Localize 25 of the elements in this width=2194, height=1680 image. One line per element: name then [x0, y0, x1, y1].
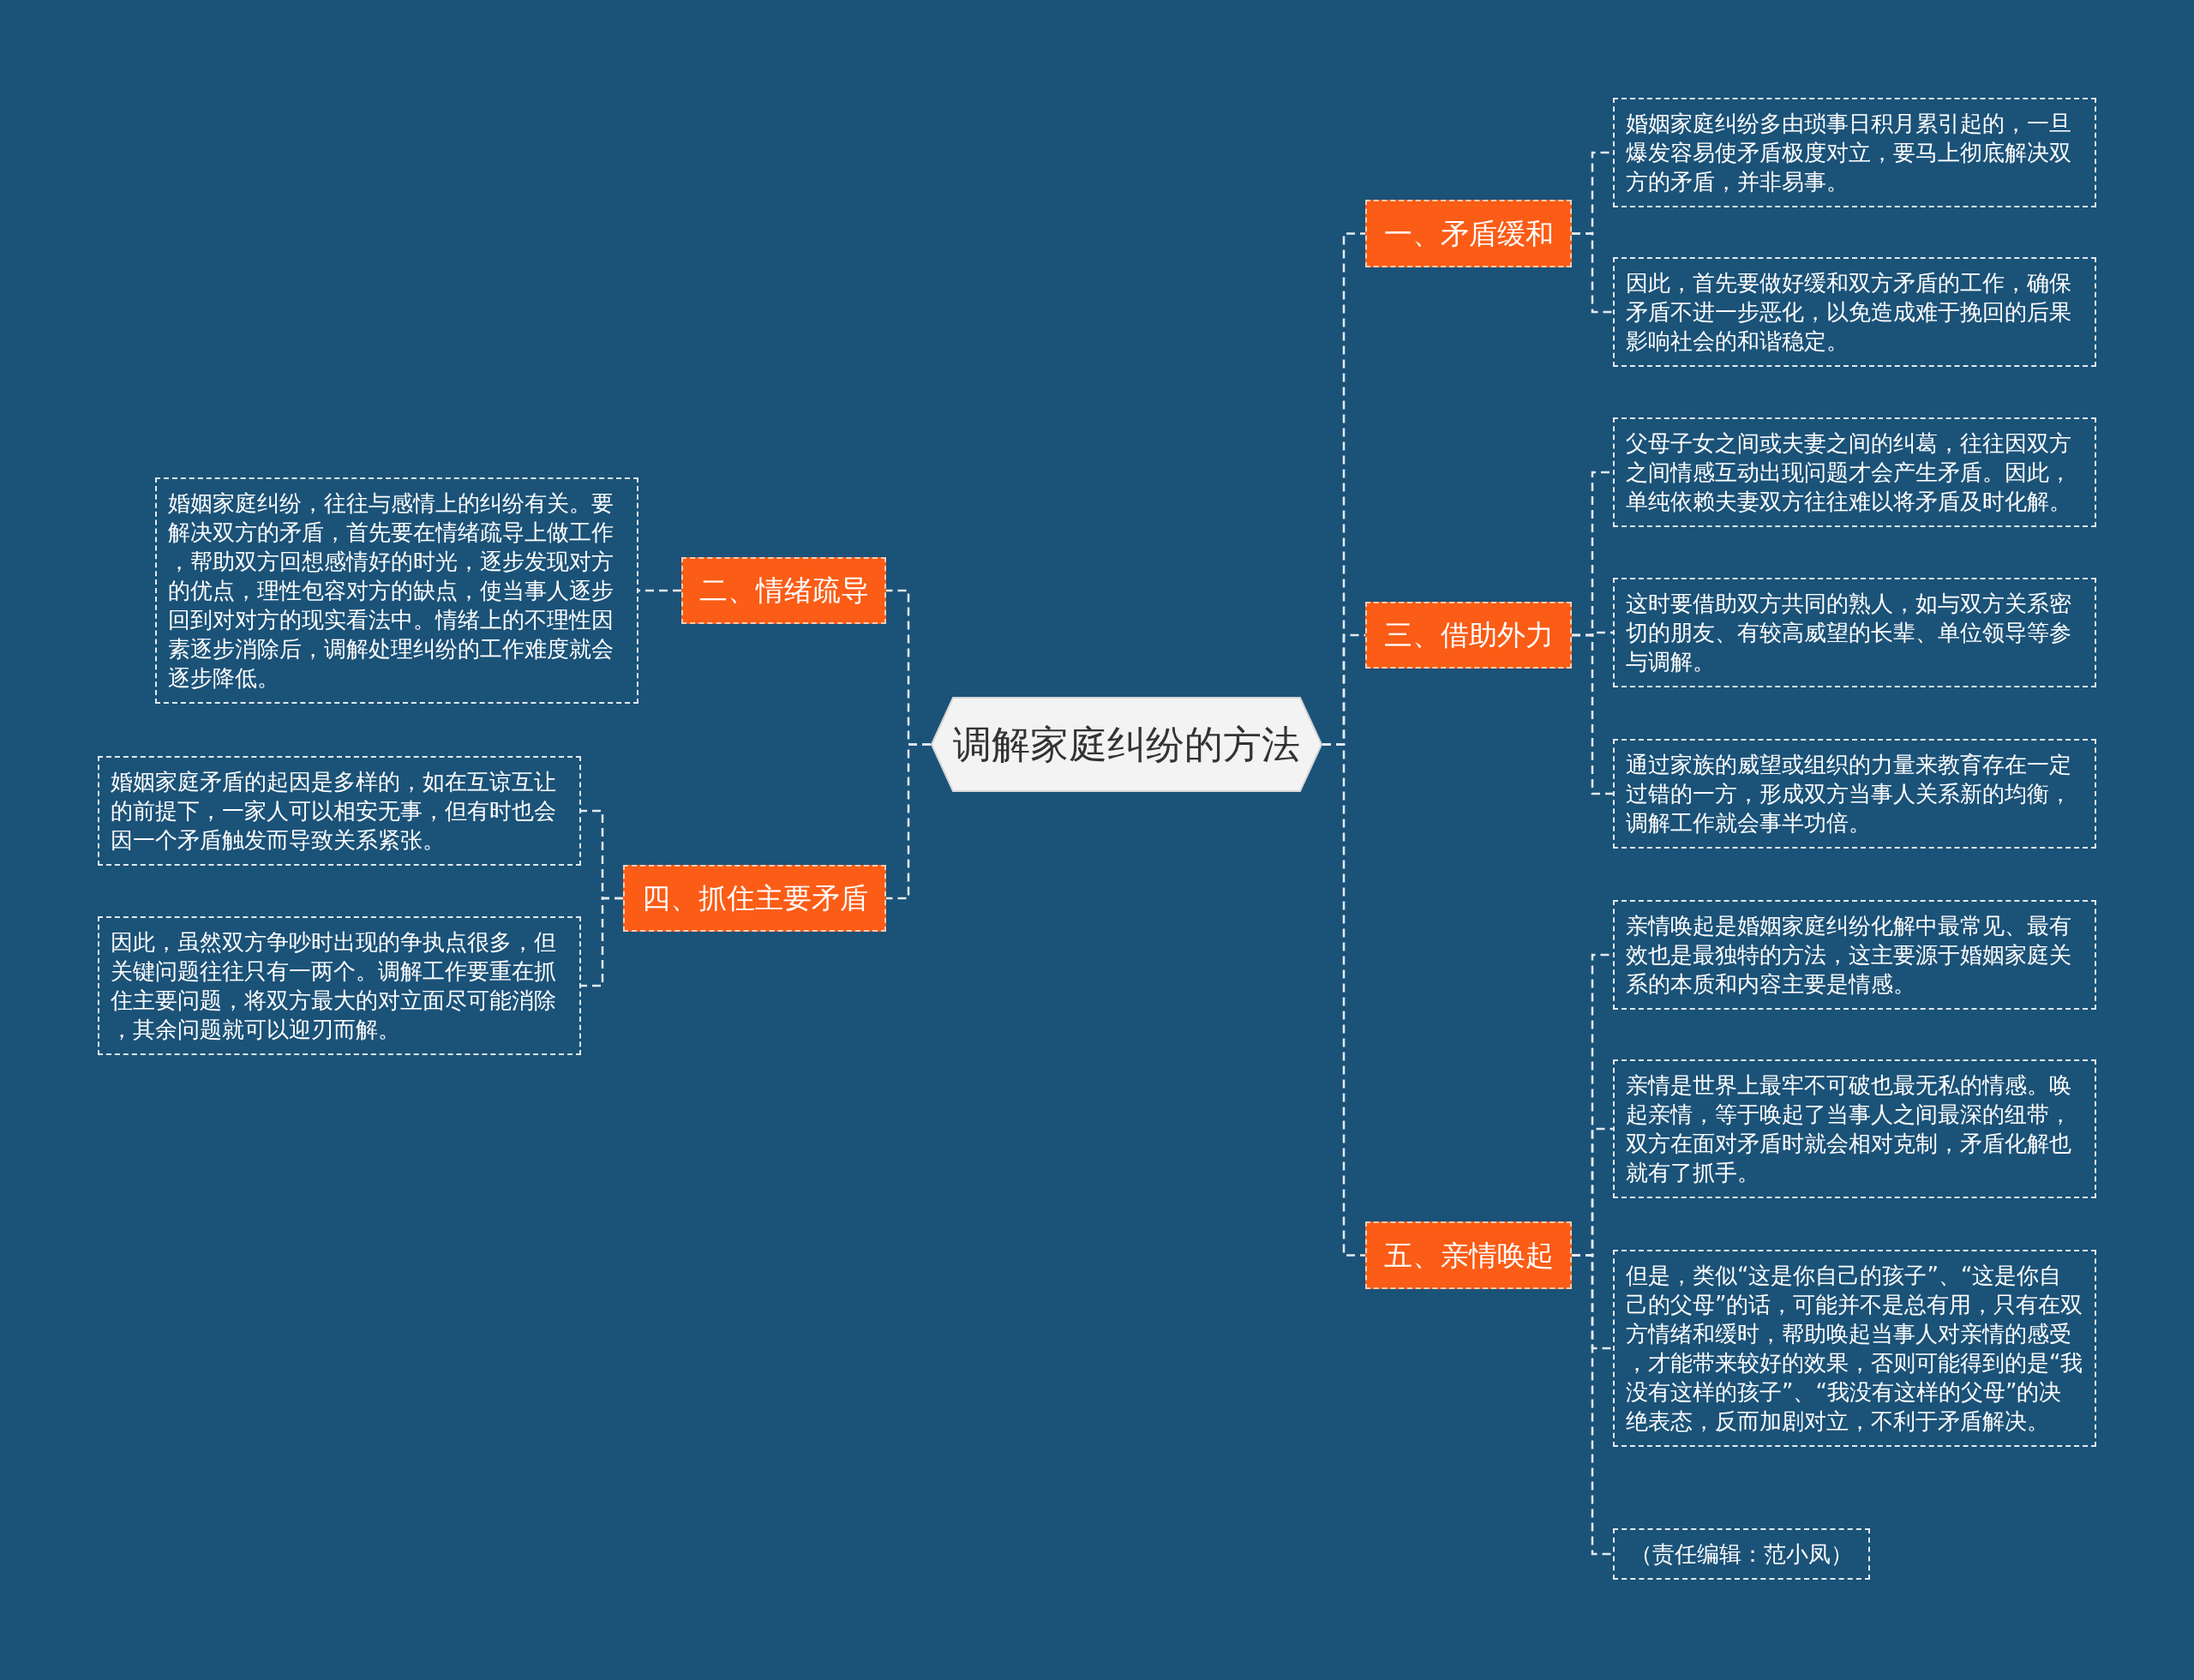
- central-topic: 调解家庭纠纷的方法: [931, 697, 1322, 792]
- connector-line: [581, 897, 623, 987]
- text-box: 婚姻家庭纠纷，往往与感情上的纠纷有关。要解决双方的矛盾，首先要在情绪疏导上做工作，帮助双方回想感情好的时光，逐步发现对方的优点，理性包容对方的缺点，使当事人逐步回到对对方的现实看法中。情绪上的不理性因素逐步消除后，调解处理纠纷的工作难度就会逐步降低。: [155, 477, 638, 704]
- topic-box: 二、情绪疏导: [681, 557, 886, 624]
- connector-line: [1572, 633, 1613, 795]
- text-box: 父母子女之间或夫妻之间的纠葛，往往因双方之间情感互动出现问题才会产生矛盾。因此，单纯依赖夫妻双方往往难以将矛盾及时化解。: [1613, 417, 2096, 527]
- text-box: 亲情唤起是婚姻家庭纠纷化解中最常见、最有效也是最独特的方法，这主要源于婚姻家庭关系的本质和内容主要是情感。: [1613, 900, 2096, 1010]
- text-box: 但是，类似“这是你自己的孩子”、“这是你自己的父母”的话，可能并不是总有用，只有在双方情绪和缓时，帮助唤起当事人对亲情的感受，才能带来较好的效果，否则可能得到的是“我没有这样的孩子”、“我没有这样的父母”的决绝表态，反而加剧对立，不利于矛盾解决。: [1613, 1250, 2096, 1447]
- text-box: 通过家族的威望或组织的力量来教育存在一定过错的一方，形成双方当事人关系新的均衡，调解工作就会事半功倍。: [1613, 739, 2096, 849]
- text-box: 因此，虽然双方争吵时出现的争执点很多，但关键问题往往只有一两个。调解工作要重在抓住主要问题，将双方最大的对立面尽可能消除，其余问题就可以迎刃而解。: [98, 916, 581, 1055]
- topic-box: 五、亲情唤起: [1365, 1221, 1572, 1289]
- topic-box: 三、借助外力: [1365, 602, 1572, 669]
- text-box: 这时要借助双方共同的熟人，如与双方关系密切的朋友、有较高威望的长辈、单位领导等参与调解。: [1613, 578, 2096, 687]
- text-box: （责任编辑：范小凤）: [1613, 1528, 1870, 1580]
- text-box: 亲情是世界上最牢不可破也最无私的情感。唤起亲情，等于唤起了当事人之间最深的纽带，双方在面对矛盾时就会相对克制，矛盾化解也就有了抓手。: [1613, 1059, 2096, 1198]
- connector-line: [886, 743, 931, 900]
- topic-box: 一、矛盾缓和: [1365, 200, 1572, 267]
- text-box: 婚姻家庭纠纷多由琐事日积月累引起的，一旦爆发容易使矛盾极度对立，要马上彻底解决双方的矛盾，并非易事。: [1613, 98, 2096, 207]
- connector-line: [638, 589, 681, 592]
- connector-line: [1572, 232, 1613, 314]
- topic-box: 四、抓住主要矛盾: [623, 865, 886, 932]
- connector-line: [1322, 743, 1365, 1257]
- text-box: 婚姻家庭矛盾的起因是多样的，如在互谅互让的前提下，一家人可以相安无事，但有时也会因一个矛盾触发而导致关系紧张。: [98, 756, 581, 866]
- text-box: 因此，首先要做好缓和双方矛盾的工作，确保矛盾不进一步恶化，以免造成难于挽回的后果影响社会的和谐稳定。: [1613, 257, 2096, 367]
- connector-line: [1572, 1254, 1613, 1556]
